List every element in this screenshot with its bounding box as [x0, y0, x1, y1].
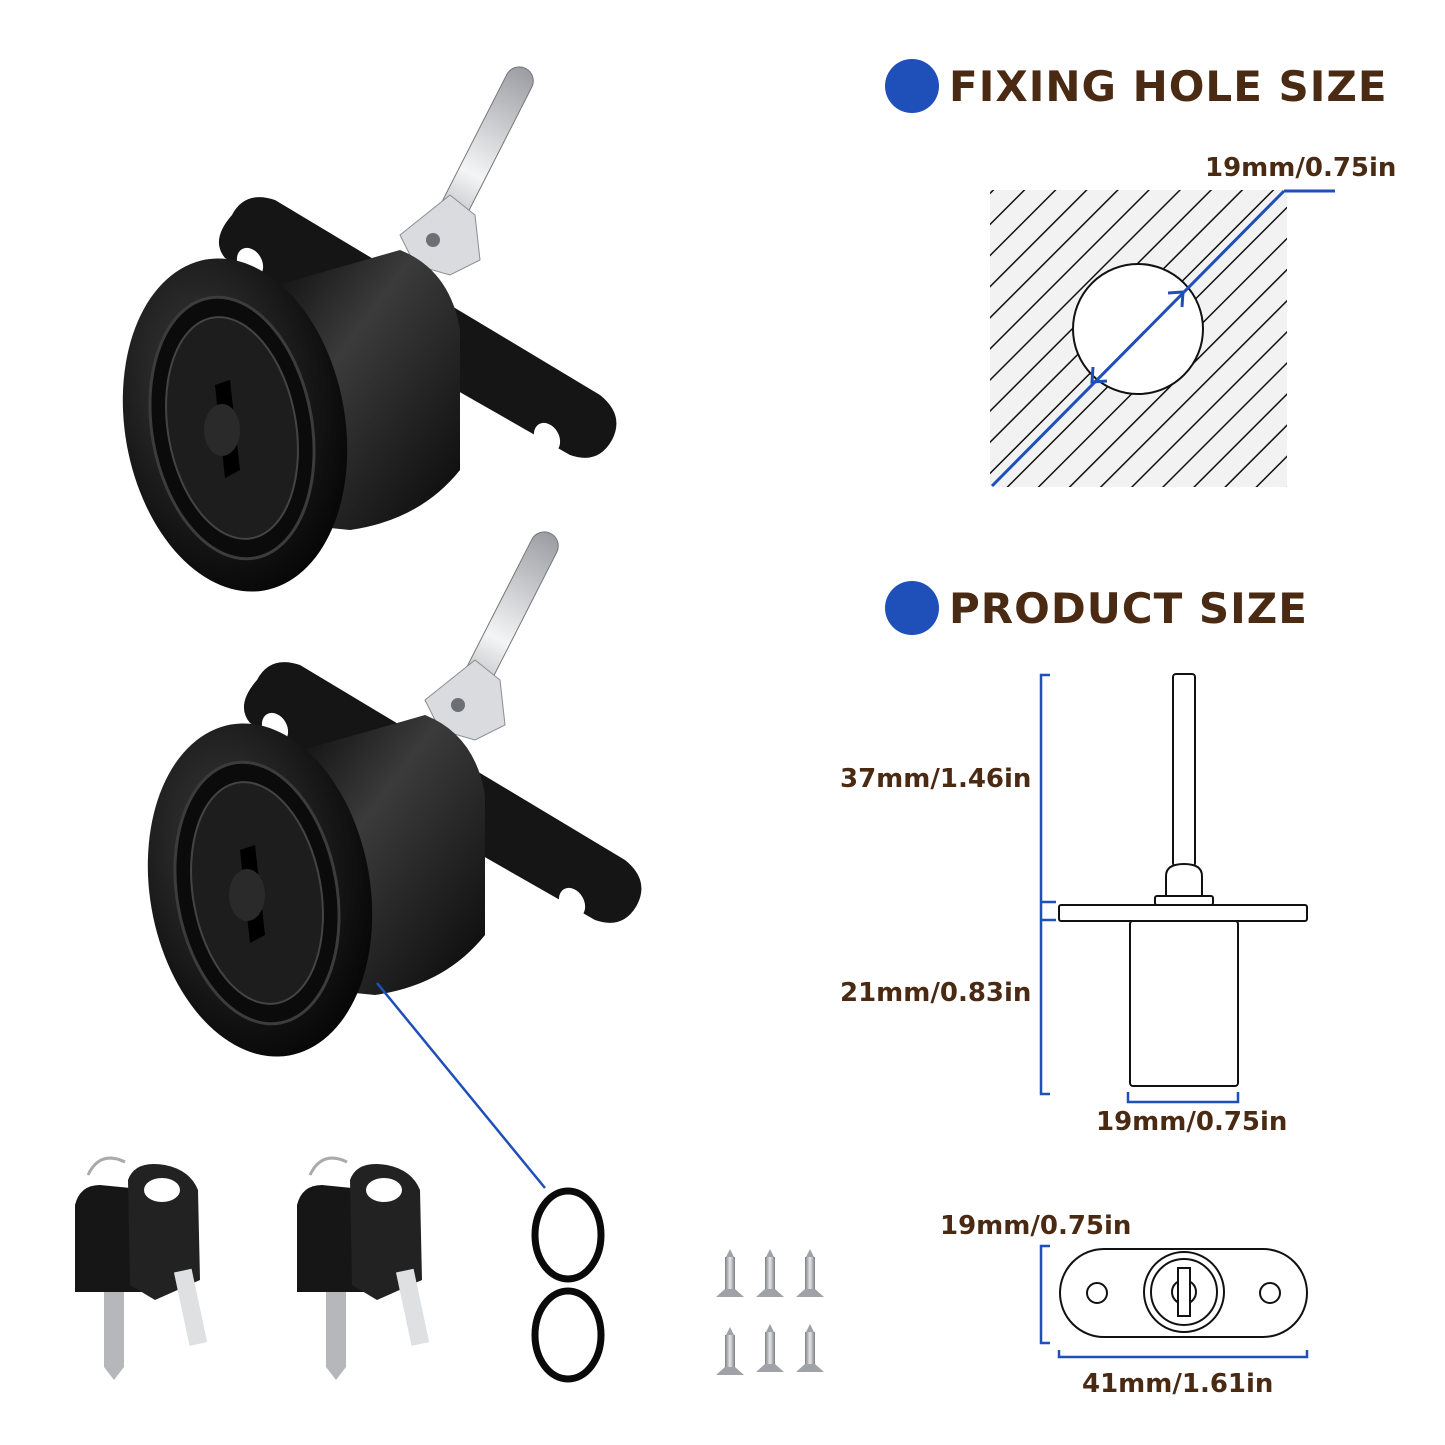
screws: [716, 1249, 824, 1375]
section-title-product-size: PRODUCT SIZE: [885, 581, 1308, 635]
o-rings: [531, 1187, 605, 1383]
side-view-diagram: [1058, 673, 1308, 1087]
front-plate-diagram: [1059, 1248, 1308, 1338]
bullet-dot-icon: [885, 581, 939, 635]
plate-width-label: 41mm/1.61in: [1082, 1369, 1274, 1399]
fixing-hole-title: FIXING HOLE SIZE: [949, 61, 1388, 111]
hole-diameter-label: 19mm/0.75in: [1205, 153, 1397, 183]
dimension-brackets: [1039, 673, 1240, 1104]
body-length-label: 21mm/0.83in: [840, 978, 1032, 1008]
leader-line: [376, 982, 546, 1189]
fixing-hole-diagram: [990, 189, 1335, 488]
product-size-title: PRODUCT SIZE: [949, 583, 1308, 633]
body-width-label: 19mm/0.75in: [1096, 1107, 1288, 1137]
key-set-2: [297, 1156, 430, 1380]
lock-1: [122, 66, 617, 592]
bolt-length-label: 37mm/1.46in: [840, 764, 1032, 794]
section-title-fixing-hole: FIXING HOLE SIZE: [885, 59, 1388, 113]
lock-2: [147, 531, 642, 1057]
key-set-1: [75, 1156, 208, 1380]
plate-dimension-brackets: [1039, 1244, 1309, 1359]
bullet-dot-icon: [885, 59, 939, 113]
plate-height-label: 19mm/0.75in: [940, 1211, 1132, 1241]
